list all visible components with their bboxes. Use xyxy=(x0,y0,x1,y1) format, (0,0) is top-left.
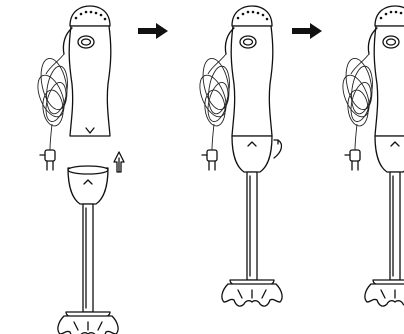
up-arrow-icon xyxy=(114,152,124,172)
step-1-figure xyxy=(33,6,124,334)
step-2-figure xyxy=(195,6,283,306)
right-arrow-icon xyxy=(292,23,322,39)
blade-shaft-2 xyxy=(222,172,282,306)
rotate-icon xyxy=(274,140,281,158)
step-3-figure xyxy=(338,6,404,306)
right-arrow-icon xyxy=(138,23,168,39)
motor-unit-1 xyxy=(33,6,111,170)
blade-shaft-3 xyxy=(365,172,404,306)
blade-shaft-1 xyxy=(58,204,118,334)
